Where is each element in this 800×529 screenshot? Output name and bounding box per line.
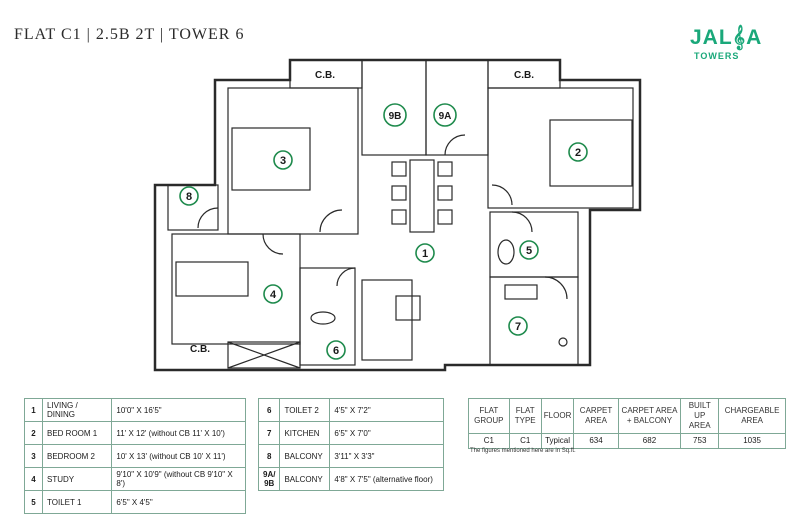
marker-2: 2 xyxy=(575,147,581,159)
marker-4: 4 xyxy=(270,289,277,301)
floor-plan: C.B. C.B. C.B. 1 2 3 4 5 6 7 8 9A 9B xyxy=(153,58,642,372)
marker-9b: 9B xyxy=(389,111,402,122)
marker-9a: 9A xyxy=(439,111,452,122)
marker-1: 1 xyxy=(422,248,428,260)
logo-word: JAL𝄞A xyxy=(690,26,763,49)
marker-3: 3 xyxy=(280,155,286,167)
cb-top-left-label: C.B. xyxy=(315,70,335,81)
marker-6: 6 xyxy=(333,345,339,357)
marker-7: 7 xyxy=(515,321,521,333)
cb-bottom-label: C.B. xyxy=(190,344,210,355)
page-title: FLAT C1 | 2.5B 2T | TOWER 6 xyxy=(14,26,245,43)
table-row: C1 C1 Typical 634 682 753 1035 xyxy=(468,433,786,449)
area-note: The figures mentioned here are in Sq.ft. xyxy=(470,448,576,454)
logo-sub: TOWERS xyxy=(694,51,740,61)
cb-top-right-label: C.B. xyxy=(514,70,534,81)
marker-5: 5 xyxy=(526,245,532,257)
area-table: FLAT GROUP FLAT TYPE FLOOR CARPET AREA C… xyxy=(468,398,786,449)
area-table-header: FLAT GROUP FLAT TYPE FLOOR CARPET AREA C… xyxy=(468,398,786,434)
marker-8: 8 xyxy=(186,191,192,203)
jalsa-towers-logo: JAL𝄞A TOWERS xyxy=(690,24,772,70)
